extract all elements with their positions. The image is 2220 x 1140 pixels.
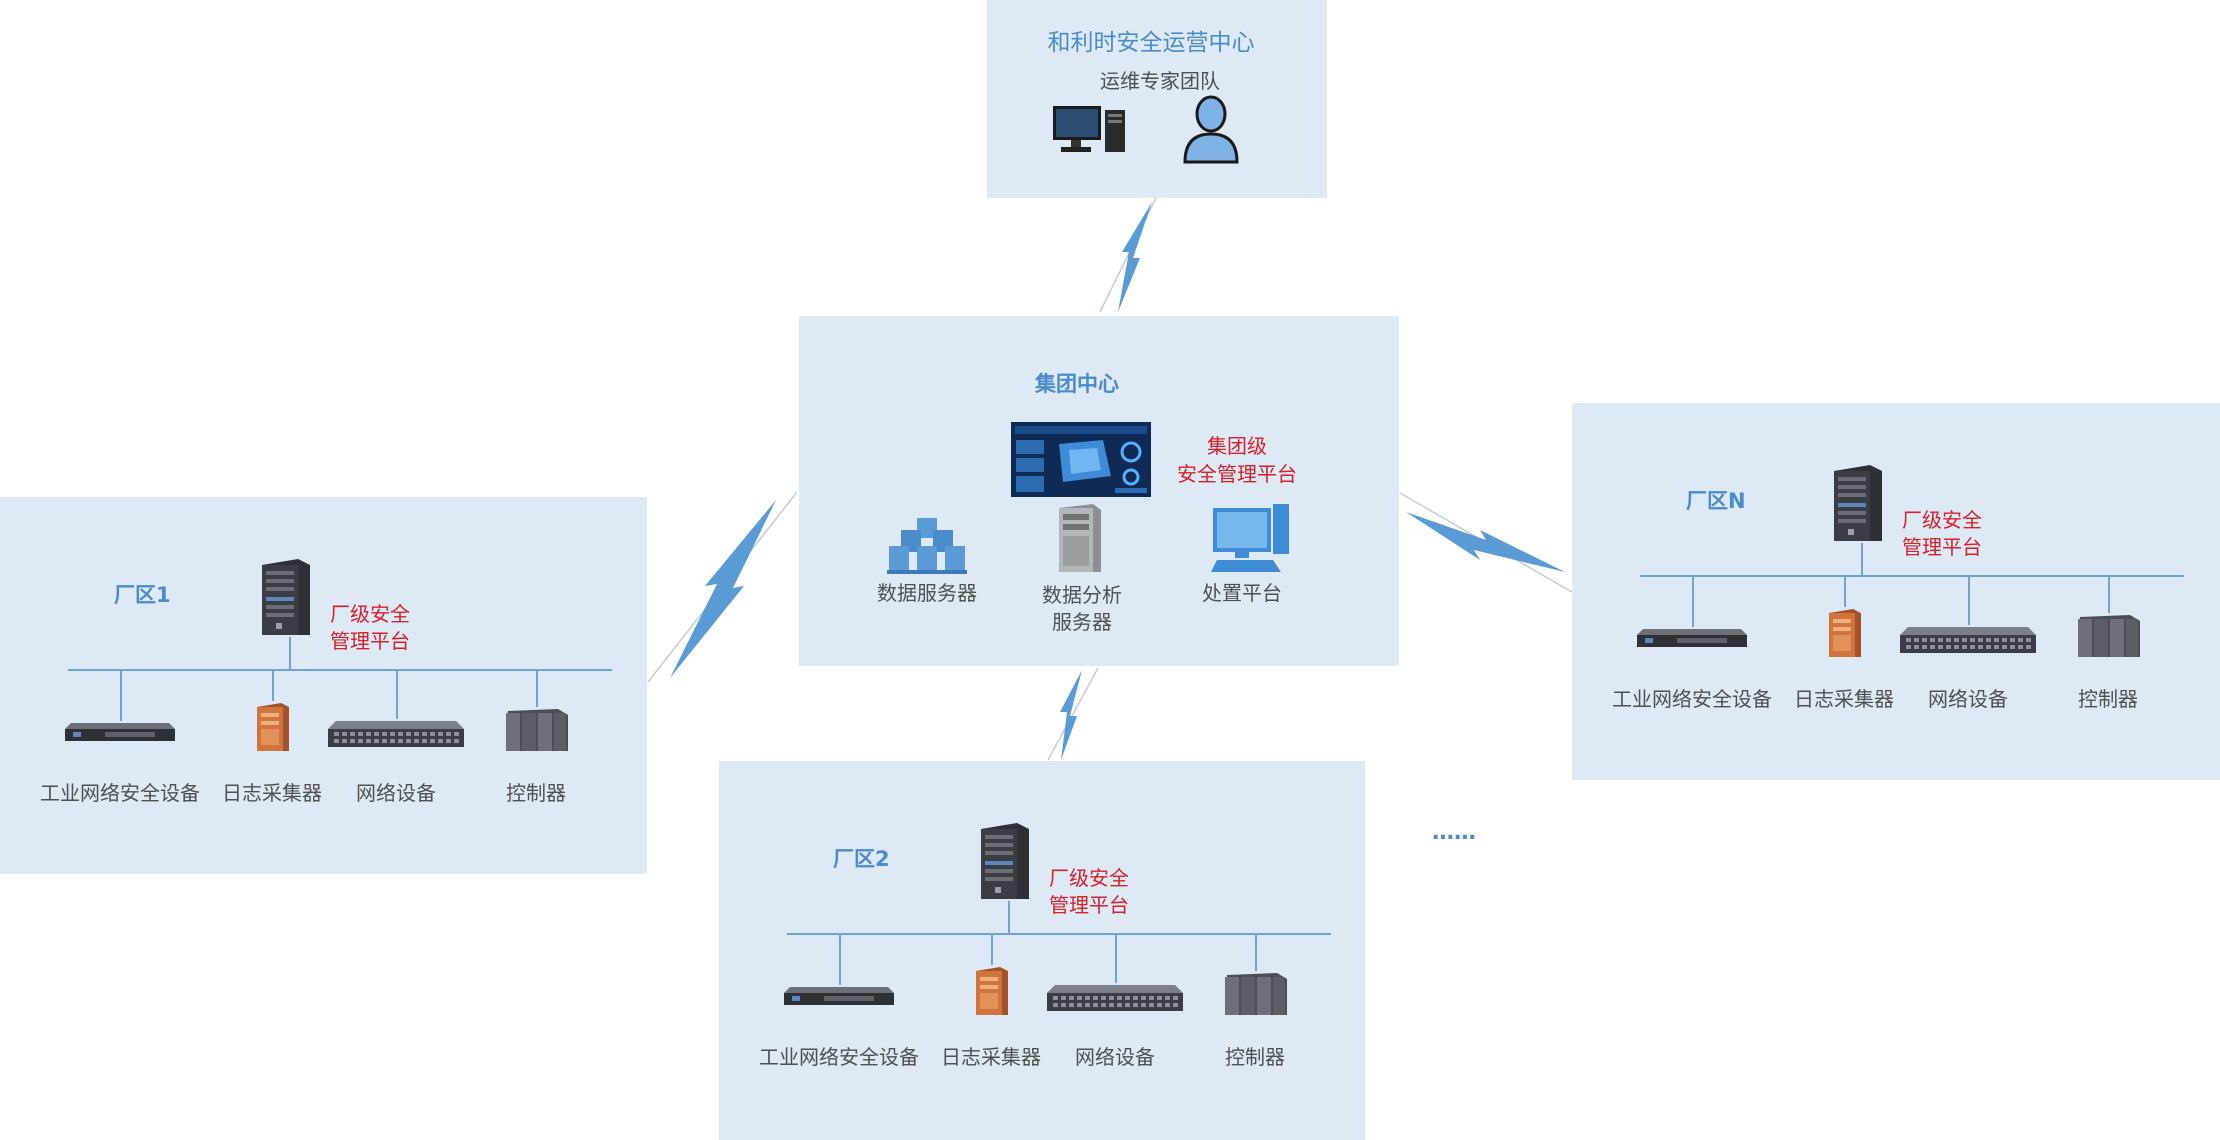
lightning-link-group-plant1 <box>670 500 776 678</box>
network-switch-icon <box>1900 627 2036 653</box>
device-drop-line <box>272 669 274 701</box>
device-label: 工业网络安全设备 <box>759 1045 919 1069</box>
soc-subtitle: 运维专家团队 <box>1100 69 1220 93</box>
plant-trunk-line <box>289 637 291 669</box>
device-drop-line <box>536 669 538 707</box>
plant-platform-label-1: 厂级安全 <box>1902 508 1982 532</box>
device-drop-line <box>120 669 122 721</box>
device-drop-line <box>1255 933 1257 971</box>
tower-server-icon <box>1834 465 1882 541</box>
device-label: 工业网络安全设备 <box>40 781 200 805</box>
plant-name: 厂区1 <box>114 583 171 607</box>
network-switch-icon <box>1047 985 1183 1011</box>
dashboard-screen-icon <box>1011 422 1151 497</box>
plant-platform-label-2: 管理平台 <box>1049 893 1129 917</box>
analysis-server-label-1: 数据分析 <box>1042 583 1122 607</box>
plant-panel-1: 厂区1 厂级安全管理平台工业网络安全设备日志采集器 网络设备 控制器 <box>0 497 647 874</box>
analysis-server-icon <box>1059 504 1101 572</box>
analysis-server-label-2: 服务器 <box>1052 610 1112 634</box>
person-icon <box>1183 95 1239 164</box>
plant-bus-line <box>1640 575 2184 577</box>
server-cluster-icon <box>887 518 967 574</box>
device-label: 工业网络安全设备 <box>1612 687 1772 711</box>
network-switch-icon <box>328 721 464 747</box>
plant-platform-label-2: 管理平台 <box>330 629 410 653</box>
device-label: 网络设备 <box>356 781 436 805</box>
group-platform-label-1: 集团级 <box>1207 434 1267 458</box>
plant-bus-line <box>787 933 1331 935</box>
device-drop-line <box>396 669 398 719</box>
device-label: 网络设备 <box>1928 687 2008 711</box>
desktop-computer-icon <box>1053 106 1125 152</box>
security-appliance-icon <box>65 723 175 741</box>
device-drop-line <box>2108 575 2110 613</box>
plant-platform-label-1: 厂级安全 <box>1049 866 1129 890</box>
disposal-computer-icon <box>1211 504 1289 572</box>
device-label: 日志采集器 <box>941 1045 1041 1069</box>
plant-platform-label-1: 厂级安全 <box>330 602 410 626</box>
device-label: 控制器 <box>1225 1045 1285 1069</box>
log-collector-icon <box>976 967 1008 1015</box>
tower-server-icon <box>262 559 310 635</box>
log-collector-icon <box>1829 609 1861 657</box>
group-center-title: 集团中心 <box>1035 372 1119 396</box>
data-server-label: 数据服务器 <box>877 581 977 605</box>
device-label: 日志采集器 <box>222 781 322 805</box>
plant-platform-label-2: 管理平台 <box>1902 535 1982 559</box>
disposal-platform-label: 处置平台 <box>1202 581 1282 605</box>
group-platform-label-2: 安全管理平台 <box>1177 462 1297 486</box>
device-label: 网络设备 <box>1075 1045 1155 1069</box>
log-collector-icon <box>257 703 289 751</box>
more-plants-ellipsis: …… <box>1432 820 1476 845</box>
controller-icon <box>2078 615 2140 657</box>
lightning-link-group-plantN <box>1406 512 1565 572</box>
device-drop-line <box>1844 575 1846 607</box>
device-label: 控制器 <box>506 781 566 805</box>
lightning-link-group-plant2 <box>1060 670 1082 760</box>
lightning-link-soc-group <box>1118 202 1152 312</box>
device-label: 控制器 <box>2078 687 2138 711</box>
soc-panel: 和利时安全运营中心 运维专家团队 <box>987 0 1327 198</box>
device-label: 日志采集器 <box>1794 687 1894 711</box>
plant-bus-line <box>68 669 612 671</box>
security-appliance-icon <box>784 987 894 1005</box>
device-drop-line <box>839 933 841 985</box>
group-center-panel: 集团中心 集团级 安全管理平台 数据服务器 数据分析 服务器 <box>799 316 1399 666</box>
device-drop-line <box>1115 933 1117 983</box>
plant-name: 厂区N <box>1686 489 1746 513</box>
controller-icon <box>506 709 568 751</box>
controller-icon <box>1225 973 1287 1015</box>
tower-server-icon <box>981 823 1029 899</box>
device-drop-line <box>1968 575 1970 625</box>
soc-title: 和利时安全运营中心 <box>1047 30 1255 56</box>
plant-panel-2: 厂区2 厂级安全管理平台工业网络安全设备日志采集器 网络设备 控制器 <box>719 761 1365 1140</box>
plant-panel-n: 厂区N 厂级安全管理平台工业网络安全设备日志采集器 网络设备 控制器 <box>1572 403 2220 780</box>
security-appliance-icon <box>1637 629 1747 647</box>
plant-name: 厂区2 <box>833 847 890 871</box>
device-drop-line <box>1692 575 1694 627</box>
plant-trunk-line <box>1008 901 1010 933</box>
plant-trunk-line <box>1861 543 1863 575</box>
device-drop-line <box>991 933 993 965</box>
